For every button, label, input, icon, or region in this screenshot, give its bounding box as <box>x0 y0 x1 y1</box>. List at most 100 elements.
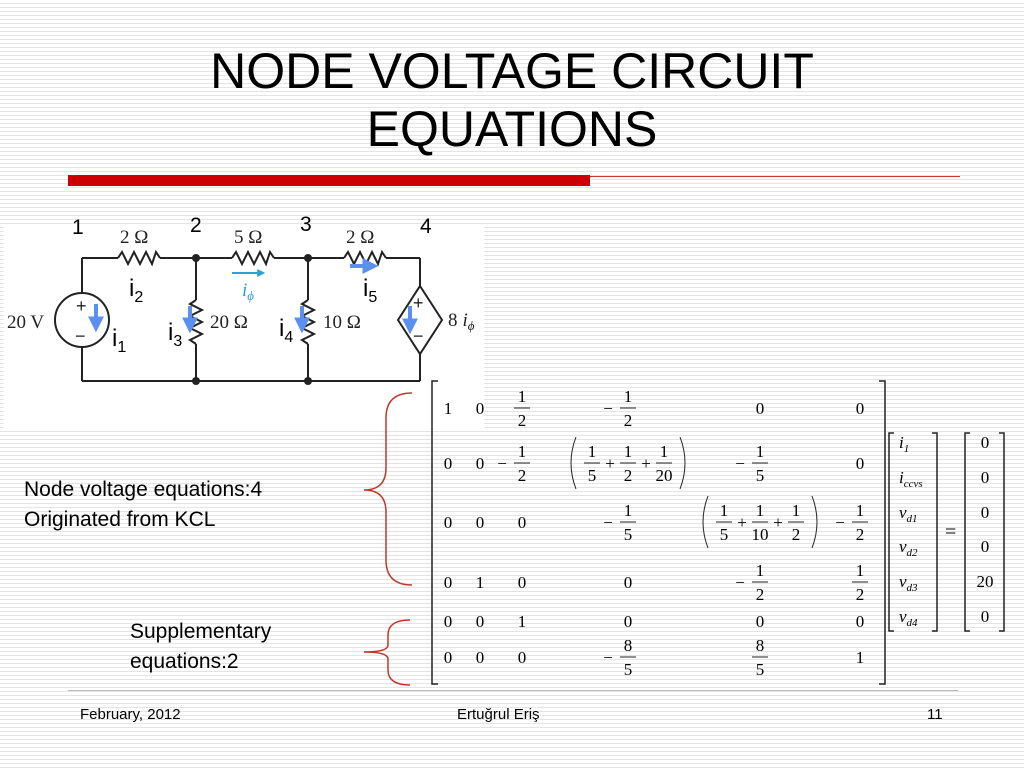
unknown-3: vd1 <box>899 503 918 525</box>
current-label-i5: i5 <box>363 275 377 306</box>
matrix-cell-r2-c4-left-paren <box>570 436 577 490</box>
matrix-cell-r1-c4-minus: − <box>603 399 613 418</box>
matrix-cell-r3-c6: 12− <box>835 501 868 544</box>
matrix-cell-r3-c2-value: 0 <box>476 513 485 532</box>
matrix-cell-r6-c4-fraction-numerator: 8 <box>624 636 633 655</box>
matrix-cell-r1-c6: 0 <box>856 399 865 418</box>
unknown-3-main: v <box>899 503 907 522</box>
resistor-label-2ohm-a: 2 Ω <box>120 227 148 248</box>
footer-page-number: 11 <box>927 706 943 723</box>
matrix-cell-r5-c6: 0 <box>856 612 865 631</box>
resistor-5ohm <box>231 249 275 267</box>
title-red-rule <box>68 175 590 186</box>
resistor-label-20ohm: 20 Ω <box>210 312 248 333</box>
note-supplementary: Supplementary equations:2 <box>130 617 271 677</box>
matrix-cell-r5-c4-value: 0 <box>624 612 633 631</box>
unknown-1: i1 <box>899 433 909 455</box>
matrix-cell-r6-c4-minus: − <box>603 648 613 667</box>
matrix-cell-r3-c5: 15+110+12 <box>702 495 818 549</box>
matrix-cell-r6-c5: 85 <box>752 636 768 679</box>
matrix-cell-r1-c4-fraction-denominator: 2 <box>624 411 633 430</box>
rhs-value-5: 20 <box>977 572 994 591</box>
matrix-cell-r2-c3-minus: − <box>497 454 507 473</box>
note-kcl-line-1: Node voltage equations:4 <box>24 478 263 501</box>
matrix-cell-r3-c5-plus-1: + <box>737 513 747 532</box>
matrix-cell-r3-c5-term-1-numerator: 1 <box>720 501 729 520</box>
matrix-cell-r2-c3-fraction-numerator: 1 <box>518 442 527 461</box>
slide-title-line-1: NODE VOLTAGE CIRCUIT <box>210 43 814 99</box>
resistor-20ohm <box>187 299 205 345</box>
current-label-i4-sub: 4 <box>284 329 293 346</box>
footer-date: February, 2012 <box>80 706 181 723</box>
matrix-cell-r6-c5-fraction-numerator: 8 <box>756 636 765 655</box>
matrix-cell-r2-c4: 15+12+120 <box>570 436 686 490</box>
unknown-3-sub: d1 <box>907 513 918 525</box>
matrix-cell-r1-c5-value: 0 <box>756 399 765 418</box>
matrix-cell-r3-c4-fraction-numerator: 1 <box>624 501 633 520</box>
current-label-i3-sub: 3 <box>173 333 182 350</box>
matrix-cell-r2-c4-term-3-numerator: 1 <box>660 442 669 461</box>
matrix-cell-r5-c5: 0 <box>756 612 765 631</box>
node-label-3: 3 <box>300 213 312 236</box>
matrix-cell-r5-c5-value: 0 <box>756 612 765 631</box>
matrix-cell-r2-c6-value: 0 <box>856 454 865 473</box>
matrix-cell-r2-c5-minus: − <box>735 454 745 473</box>
current-label-i2-sub: 2 <box>134 289 143 306</box>
matrix-cell-r4-c5: 12− <box>735 561 768 604</box>
matrix-cell-r1-c1-value: 1 <box>444 399 453 418</box>
brace-supplementary <box>363 619 411 686</box>
unknown-1-main: i <box>899 433 904 452</box>
matrix-cell-r4-c2-value: 1 <box>476 573 485 592</box>
matrix-cell-r1-c2-value: 0 <box>476 399 485 418</box>
matrix-cell-r3-c4-fraction-denominator: 5 <box>624 525 633 544</box>
matrix-cell-r6-c4-fraction-denominator: 5 <box>624 660 633 679</box>
circuit-nodes <box>192 254 312 385</box>
matrix-cell-r2-c4-plus-1: + <box>605 454 615 473</box>
current-label-i1-main: i <box>112 325 117 352</box>
matrix-cell-r2-c1: 0 <box>444 454 453 473</box>
matrix-cell-r3-c6-fraction-denominator: 2 <box>856 525 865 544</box>
matrix-cell-r3-c3: 0 <box>518 513 527 532</box>
matrix-cell-r3-c5-term-3-numerator: 1 <box>792 501 801 520</box>
current-label-i2-main: i <box>129 275 134 302</box>
rhs-value-2: 0 <box>981 468 990 487</box>
matrix-cell-r4-c6: 12 <box>852 561 868 604</box>
matrix-cell-r6-c4: 8 5− <box>603 636 636 679</box>
matrix-cell-r2-c5-fraction-denominator: 5 <box>756 466 765 485</box>
current-label-i1-sub: 1 <box>117 339 126 356</box>
matrix-cell-r4-c3: 0 <box>518 573 527 592</box>
matrix-cell-r6-c2-value: 0 <box>476 648 485 667</box>
unknown-5: vd3 <box>899 572 918 594</box>
resistor-label-10ohm: 10 Ω <box>323 312 361 333</box>
resistor-10ohm <box>299 299 317 345</box>
matrix-cell-r2-c2: 0 <box>476 454 485 473</box>
matrix-cell-r3-c5-term-3-denominator: 2 <box>792 525 801 544</box>
resistor-label-5ohm: 5 Ω <box>234 227 262 248</box>
note-kcl-line-2: Originated from KCL <box>24 508 216 531</box>
iphi-main: i <box>242 280 247 301</box>
matrix-cell-r2-c4-right-paren <box>679 436 686 490</box>
unknown-4: vd2 <box>899 537 918 559</box>
matrix-cell-r4-c5-fraction-numerator: 1 <box>756 561 765 580</box>
ccvs-plus-sign: + <box>413 293 424 313</box>
matrix-cell-r4-c6-fraction-denominator: 2 <box>856 585 865 604</box>
unknown-4-sub: d2 <box>907 547 919 559</box>
matrix-cell-r4-c4: 0 <box>624 573 633 592</box>
current-label-i3: i3 <box>168 319 182 350</box>
footer-divider <box>68 690 958 691</box>
ccvs-minus-sign: − <box>413 326 424 346</box>
brace-node-equations <box>363 392 413 586</box>
matrix-cell-r1-c2: 0 <box>476 399 485 418</box>
circuit-diagram <box>54 249 444 382</box>
unknown-6: vd4 <box>899 607 918 629</box>
iphi-sub: ϕ <box>247 288 254 303</box>
ccvs-control-i: i <box>463 310 468 331</box>
matrix-cell-r1-c4: 12− <box>603 387 636 430</box>
matrix-cell-r2-c2-value: 0 <box>476 454 485 473</box>
matrix-cell-r6-c3: 0 <box>518 648 527 667</box>
matrix-cell-r5-c1: 0 <box>444 612 453 631</box>
ccvs-gain: 8 <box>448 310 458 331</box>
matrix-cell-r5-c3-value: 1 <box>518 612 527 631</box>
